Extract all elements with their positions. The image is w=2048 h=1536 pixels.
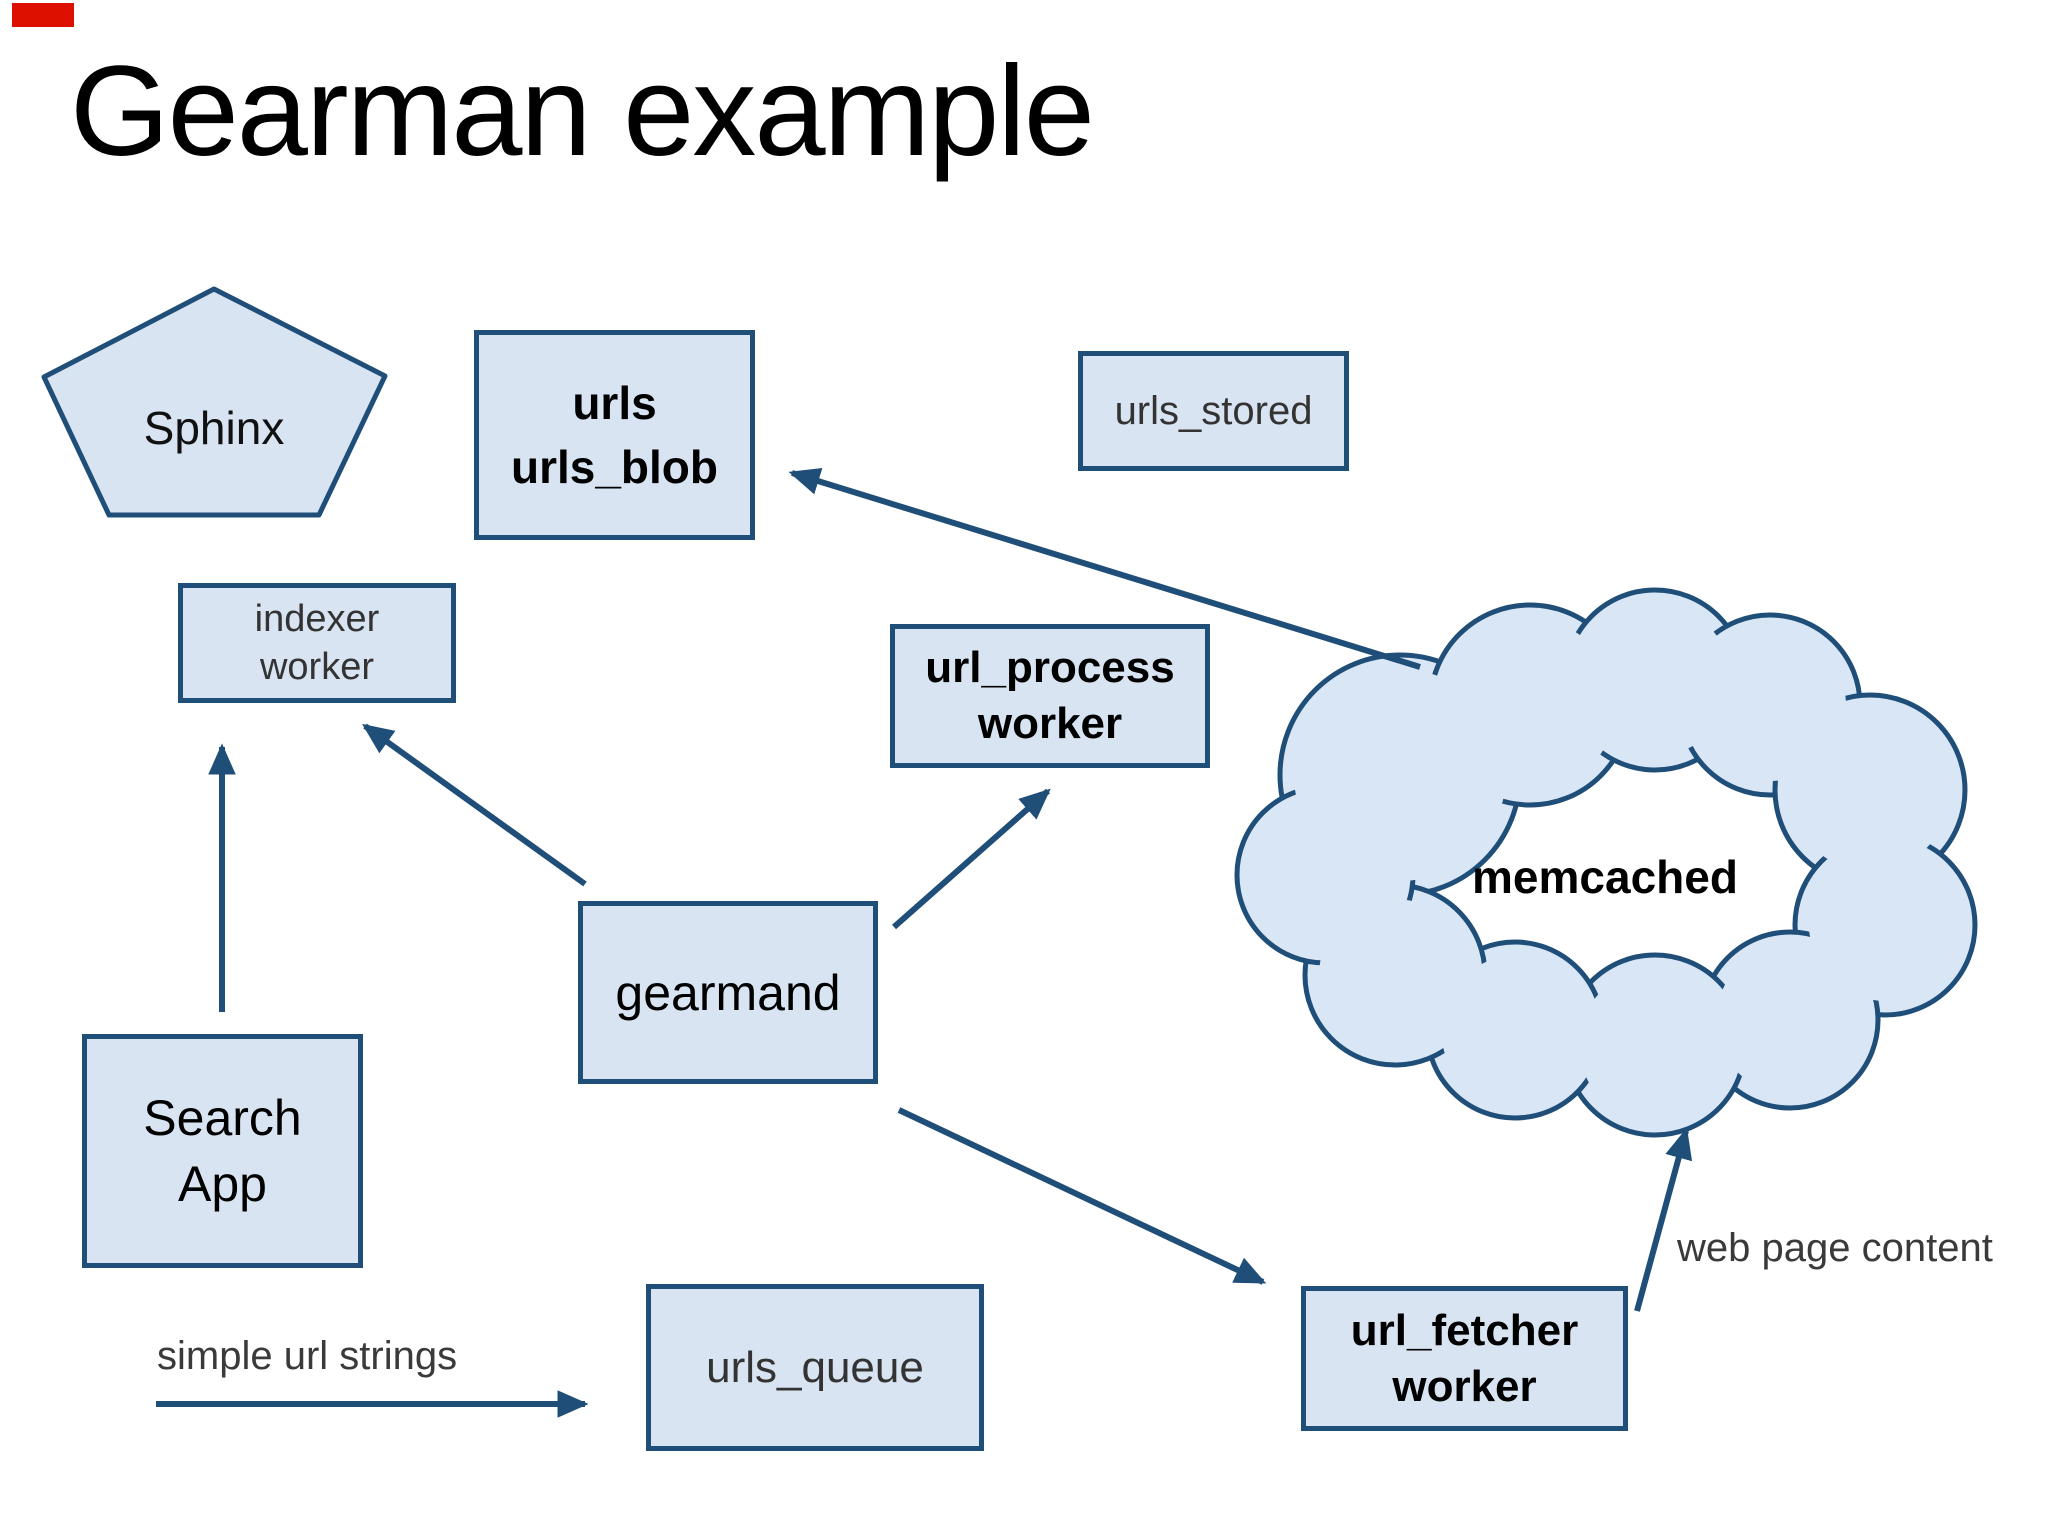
memcached-cloud-fill	[1251, 604, 1961, 1121]
node-url-process-worker-line2: worker	[977, 699, 1123, 748]
node-search-app-line2: App	[178, 1156, 267, 1212]
node-urls-queue-label: urls_queue	[706, 1342, 924, 1392]
node-url-fetcher-worker-line2: worker	[1392, 1361, 1537, 1411]
slide-title: Gearman example	[70, 40, 1095, 183]
node-indexer-worker-line2: worker	[259, 646, 375, 688]
arrow-gearmand-to-url-fetcher-worker	[897, 1107, 1267, 1285]
node-search-app: Search App	[82, 1034, 363, 1268]
arrow-gearmand-to-indexer-worker	[362, 723, 587, 887]
node-search-app-line1: Search	[143, 1090, 302, 1146]
arrow-url-fetcher-to-memcached	[1634, 1127, 1693, 1312]
node-url-process-worker: url_process worker	[890, 624, 1210, 768]
node-indexer-worker-line1: indexer	[254, 598, 380, 640]
node-urls-queue: urls_queue	[646, 1284, 984, 1451]
node-sphinx-label: Sphinx	[143, 402, 285, 454]
node-url-process-worker-line1: url_process	[925, 643, 1175, 692]
node-indexer-worker: indexer worker	[178, 583, 456, 703]
node-gearmand-label: gearmand	[615, 964, 841, 1021]
sphinx-pentagon-shape	[41, 286, 388, 518]
node-memcached-label: memcached	[1472, 851, 1738, 903]
edge-label-web-page-content: web page content	[1677, 1226, 1993, 1270]
arrow-gearmand-to-url-process-worker	[892, 788, 1051, 930]
node-urls-stored: urls_stored	[1078, 351, 1349, 471]
recording-indicator	[12, 3, 74, 27]
node-gearmand: gearmand	[578, 901, 878, 1084]
arrow-memcached-to-urls-blob	[788, 467, 1421, 670]
node-urls-stored-label: urls_stored	[1114, 388, 1313, 433]
node-urls-blob: urls urls_blob	[474, 330, 755, 540]
node-urls-blob-line1: urls	[572, 377, 657, 429]
node-url-fetcher-worker: url_fetcher worker	[1301, 1286, 1628, 1431]
node-urls-blob-line2: urls_blob	[510, 441, 719, 493]
edge-label-simple-url-strings: simple url strings	[157, 1334, 458, 1378]
node-url-fetcher-worker-line1: url_fetcher	[1350, 1305, 1579, 1355]
